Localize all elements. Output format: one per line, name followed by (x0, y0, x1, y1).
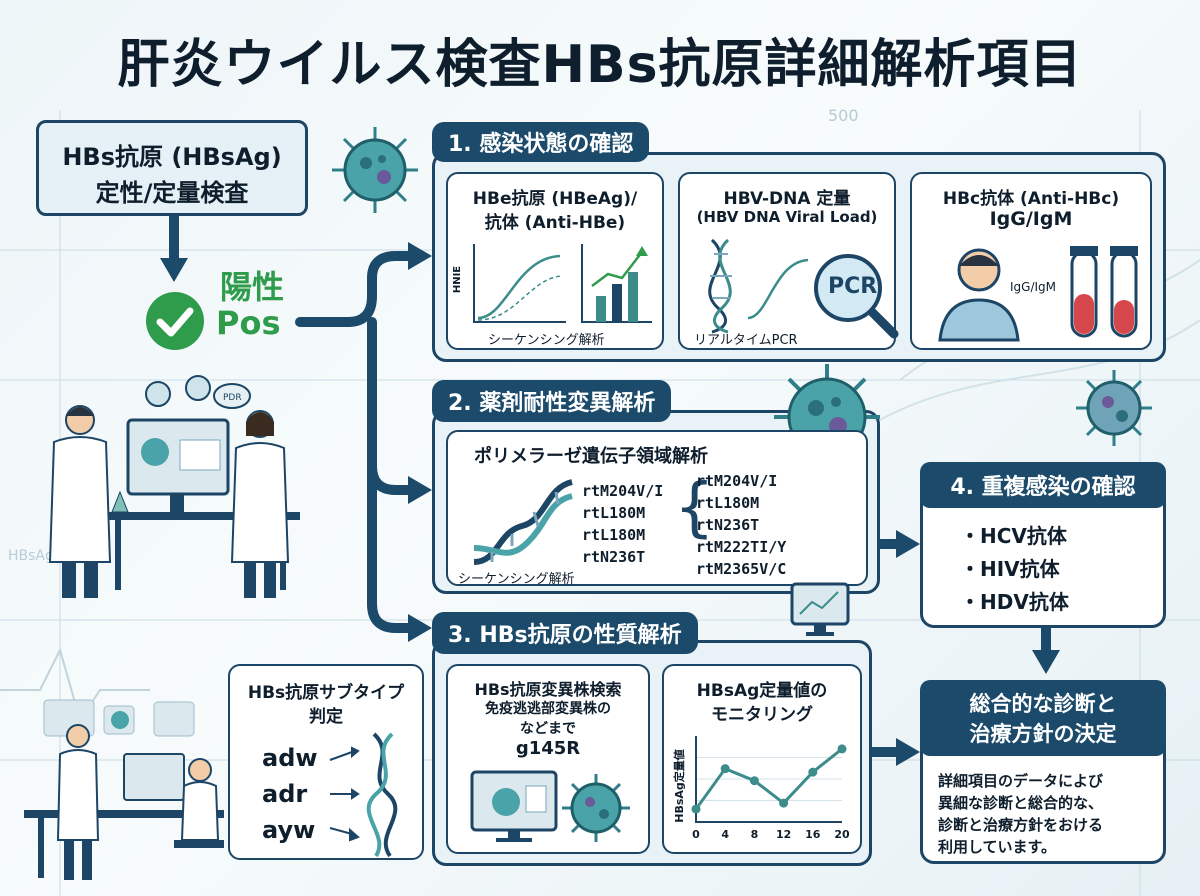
polymerase-caption: シーケンシング解析 (458, 572, 575, 587)
hbc-card: HBc抗体 (Anti-HBc) IgG/IgM IgG/IgM (910, 172, 1152, 350)
chart-point-3 (779, 798, 789, 808)
hbc-title-line1: HBc抗体 (Anti-HBc) (942, 189, 1120, 209)
subtype-arrows-helix (329, 732, 398, 858)
chart-series-line (694, 747, 843, 810)
test-tubes-icon (1070, 246, 1138, 338)
hbc-tag: IgG/IgM (1010, 280, 1057, 294)
polymerase-card: ポリメラーゼ遺伝子領域解析 rtM204V/I rtL180M rtL180M … (446, 430, 868, 587)
hbv-dna-card: HBV-DNA 定量 (HBV DNA Viral Load) PCR リアルタ… (678, 172, 899, 350)
variant-monitor-virus-icon (470, 770, 630, 842)
final-desc-1: 詳細項目のデータによび (938, 772, 1104, 790)
mutation-list-b-1: rtM204V/I (696, 472, 778, 490)
final-decision-label: 総合的な診断と 治療方針の決定 (920, 680, 1166, 756)
pcr-badge: PCR (828, 274, 878, 299)
positive-label-en: Pos (216, 304, 281, 342)
monitoring-line2: モニタリング (711, 705, 813, 725)
final-desc-3: 診断と治療方針をおける (938, 816, 1104, 834)
hbe-title-line2: 抗体 (Anti-HBe) (484, 213, 626, 233)
lab-researchers-illustration: PDR (48, 375, 300, 598)
hbe-title-line1: HBe抗原 (HBeAg)/ (472, 189, 638, 209)
variant-card: HBs抗原変異株検索 免疫逃逃部変異株の などまで g145R (446, 664, 650, 854)
subtype-adw: adw (262, 744, 318, 772)
section4-label: 4. 重複感染の確認 (920, 462, 1166, 508)
hbv-dna-caption: リアルタイムPCR (694, 333, 798, 348)
coinfection-item-hdv: ・HDV抗体 (960, 590, 1069, 614)
mutation-list-a-2: rtL180M (582, 504, 646, 522)
deco-hbsag-text: HBsAg (8, 548, 54, 564)
subtype-adr: adr (262, 780, 308, 808)
subtype-card: HBs抗原サブタイプ 判定 adw adr ayw (228, 664, 424, 860)
hbsag-test-box: HBs抗原 (HBsAg) 定性/定量検査 (36, 120, 308, 216)
subtype-title-line1: HBs抗原サブタイプ (247, 683, 405, 703)
variant-line2: 免疫逃逃部変異株の (485, 701, 611, 717)
chart-xtick-0: 0 (692, 828, 700, 841)
chart-xtick-1: 4 (721, 828, 729, 841)
chart-xtick-4: 16 (805, 828, 821, 841)
chart-point-1 (720, 764, 730, 774)
hbv-dna-title-line2: (HBV DNA Viral Load) (696, 208, 878, 226)
hbsag-test-line2: 定性/定量検査 (95, 179, 249, 207)
hbe-card: HBe抗原 (HBeAg)/ 抗体 (Anti-HBe) HNIE シーケンシン… (446, 172, 664, 350)
deco-pdr-text: PDR (223, 393, 242, 403)
hbe-caption: シーケンシング解析 (488, 333, 605, 348)
chart-point-4 (808, 767, 818, 777)
final-decision-line1: 総合的な診断と (969, 692, 1117, 716)
final-decision-line2: 治療方針の決定 (969, 722, 1117, 746)
virus-icon (332, 127, 418, 213)
mutation-list-b-4: rtM222TI/Y (696, 538, 787, 556)
mutation-list-b-2: rtL180M (696, 494, 760, 512)
hbe-curve-chart (473, 244, 652, 323)
magnifier-icon (814, 254, 899, 339)
mutation-list-a-1: rtM204V/I (582, 482, 664, 500)
chart-point-2 (749, 776, 759, 786)
variant-line1: HBs抗原変異株検索 (474, 680, 622, 699)
mutation-list-b-5: rtM2365V/C (696, 560, 787, 578)
deco-number-text: 500 (828, 106, 859, 125)
chart-axes (695, 736, 842, 823)
lab-analysis-illustration (24, 699, 224, 880)
hbe-axis-label: HNIE (452, 265, 464, 294)
mutation-brace: { (674, 471, 715, 545)
final-desc-4: 利用しています。 (938, 838, 1057, 856)
coinfection-item-hiv: ・HIV抗体 (960, 557, 1060, 581)
chart-xtick-2: 8 (751, 828, 759, 841)
chart-point-0 (691, 804, 701, 814)
hbc-title-line2: IgG/IgM (989, 208, 1073, 230)
chart-xtick-5: 20 (834, 828, 850, 841)
dna-helix-icon (708, 238, 809, 334)
monitor-icon (790, 582, 850, 636)
mutation-list-a-4: rtN236T (582, 548, 646, 566)
virus-icon-small (1076, 370, 1152, 446)
mutation-list-b-3: rtN236T (696, 516, 760, 534)
section3-label: 3. HBs抗原の性質解析 (432, 612, 698, 654)
coinfection-item-hcv: ・HCV抗体 (960, 524, 1067, 548)
section1-label: 1. 感染状態の確認 (432, 122, 650, 162)
monitoring-line1: HBsAg定量値の (696, 681, 828, 701)
variant-line3: などまで (520, 721, 576, 737)
hbv-dna-title-line1: HBV-DNA 定量 (723, 189, 851, 209)
page-title: 肝炎ウイルス検査HBs抗原詳細解析項目 (117, 35, 1083, 95)
subtype-title-line2: 判定 (309, 707, 343, 727)
final-desc-2: 異細な診断と総合的な、 (938, 794, 1104, 812)
chart-point-5 (837, 744, 847, 754)
patient-icon (938, 248, 1020, 342)
polymerase-title: ポリメラーゼ遺伝子領域解析 (474, 446, 708, 467)
mutation-list-a-3: rtL180M (582, 526, 646, 544)
variant-line4: g145R (515, 738, 581, 759)
check-icon (146, 292, 204, 350)
section2-label: 2. 薬剤耐性変異解析 (432, 380, 672, 422)
positive-label-jp: 陽性 (220, 268, 285, 306)
hbsag-test-line1: HBs抗原 (HBsAg) (62, 143, 282, 171)
dna-helix-icon-large (473, 479, 573, 565)
chart-xtick-3: 12 (776, 828, 791, 841)
hbsag-monitoring-chart: 0 4 8 12 16 20 (691, 736, 850, 841)
subtype-ayw: ayw (262, 816, 316, 844)
